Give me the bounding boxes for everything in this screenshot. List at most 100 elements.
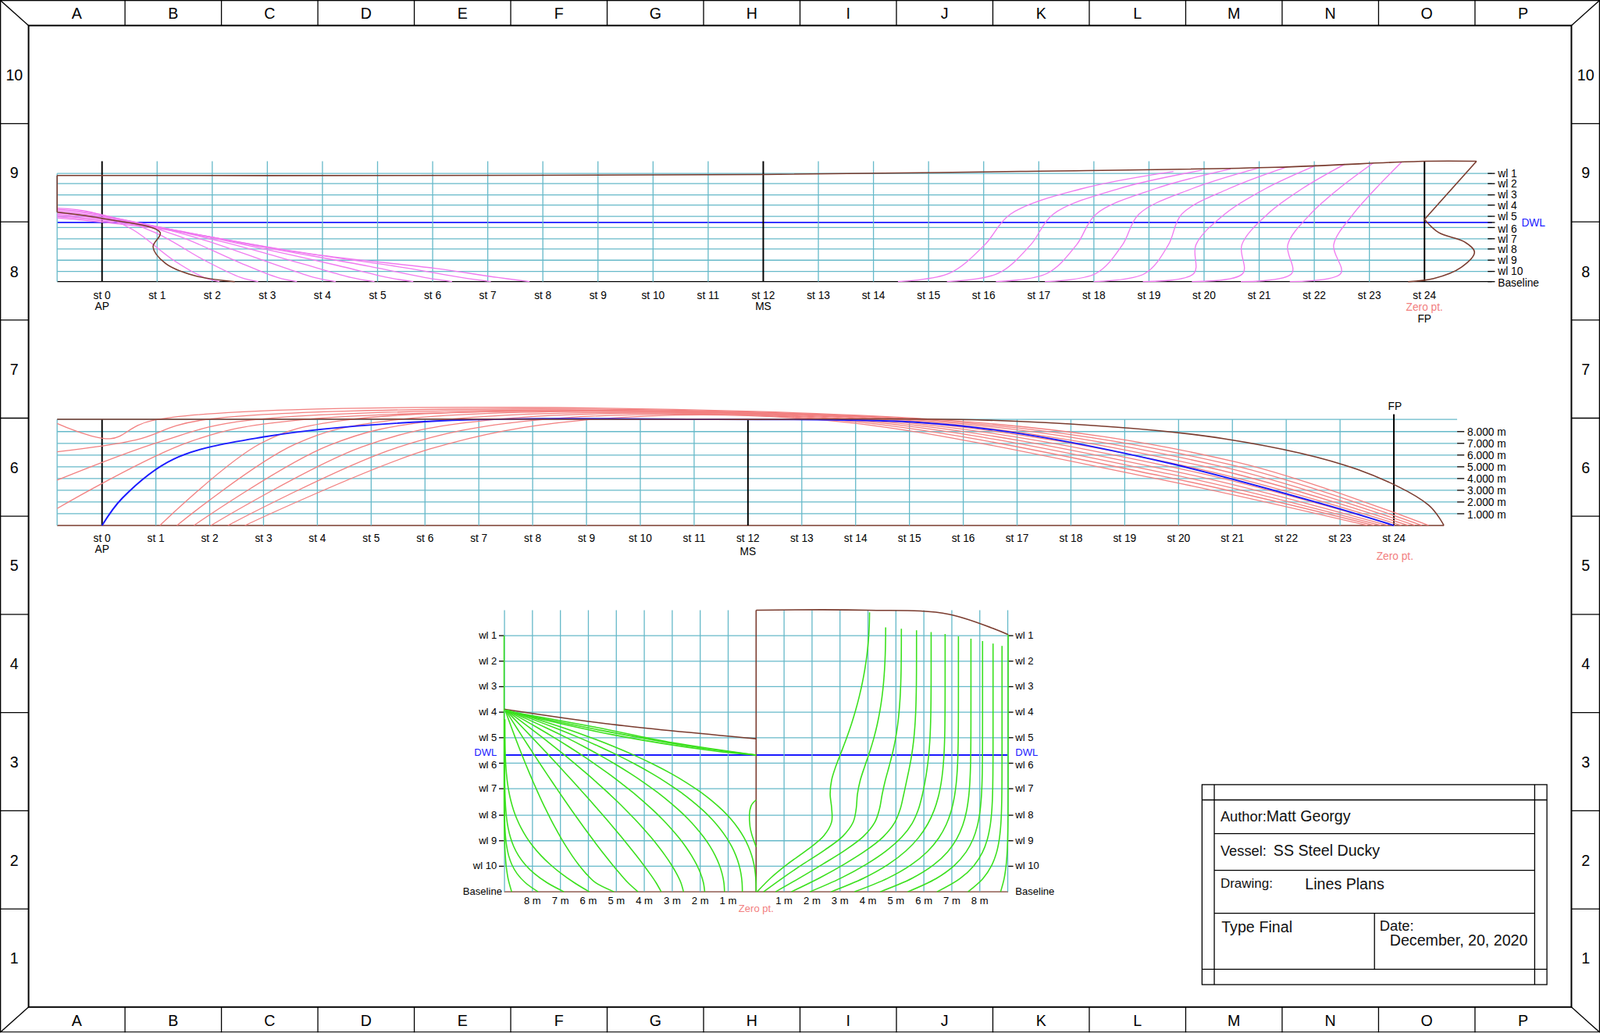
zone-divider — [702, 1007, 704, 1033]
label-tick — [1457, 466, 1465, 467]
centerline — [755, 609, 758, 892]
station-label: st 19 — [1113, 532, 1137, 544]
station-line — [908, 419, 910, 526]
label-tick — [1487, 183, 1495, 185]
label-tick — [1457, 489, 1465, 491]
station-label: st 9 — [577, 532, 596, 544]
zone-number: 10 — [1577, 67, 1595, 83]
waterline-grid — [57, 238, 1492, 239]
station-section — [504, 719, 564, 892]
deck-outline — [57, 419, 1444, 526]
station-label: st 12 — [751, 289, 776, 301]
zone-divider — [509, 1007, 511, 1033]
zone-letter: F — [554, 1012, 564, 1028]
zone-divider — [1571, 613, 1600, 615]
waterline-grid — [57, 204, 1492, 206]
offset-label: 6.000 m — [1467, 449, 1507, 461]
half-breadth-label: 5 m — [607, 895, 625, 906]
zone-number: 7 — [10, 361, 19, 378]
reference-label: MS — [755, 300, 772, 312]
station-label: st 7 — [479, 289, 497, 301]
zone-number: 3 — [10, 754, 19, 770]
station-line — [424, 419, 426, 526]
zone-divider — [413, 0, 415, 26]
title-block-rule — [1201, 799, 1547, 801]
zone-divider — [799, 1007, 801, 1033]
station-section — [968, 645, 1003, 892]
zone-letter: A — [71, 5, 82, 22]
zone-number: 1 — [10, 950, 19, 966]
station-label: st 22 — [1302, 289, 1326, 301]
station-label: st 20 — [1166, 532, 1191, 544]
station-label: st 23 — [1328, 532, 1352, 544]
offset-grid — [57, 501, 1458, 503]
label-tick — [1487, 227, 1495, 229]
zone-letter: H — [746, 5, 758, 22]
zone-divider — [1474, 0, 1476, 26]
half-breadth-label: 3 m — [663, 895, 681, 906]
frame-line — [57, 419, 58, 526]
station-label: st 8 — [534, 289, 552, 301]
station-label: st 2 — [203, 289, 221, 301]
station-label: st 24 — [1382, 532, 1406, 544]
zone-divider — [1571, 516, 1600, 517]
field-label: Drawing: — [1220, 876, 1273, 892]
field-value: Matt Georgy — [1266, 808, 1351, 826]
waterline-curve — [160, 410, 1402, 526]
station-line — [1070, 419, 1072, 526]
waterline-label: wl 8 — [478, 810, 497, 821]
label-tick — [1487, 270, 1495, 272]
waterline-label: wl 4 — [1497, 199, 1517, 211]
corner-mark — [1571, 1007, 1600, 1033]
buttock-grid — [895, 609, 897, 892]
waterline-label: wl 6 — [1497, 223, 1517, 235]
label-tick — [498, 634, 505, 636]
centerline — [57, 524, 1444, 526]
zone-number: 8 — [1581, 263, 1590, 279]
station-line — [1286, 419, 1287, 526]
station-section — [505, 710, 614, 893]
waterline-label: wl 6 — [478, 760, 497, 771]
station-label: st 1 — [148, 289, 166, 301]
waterline-curve — [57, 409, 1422, 526]
station-line — [531, 419, 533, 526]
label-tick — [1487, 281, 1495, 282]
waterline-label: wl 9 — [1497, 254, 1517, 266]
station-line — [478, 419, 480, 526]
waterline-label: wl 8 — [1015, 810, 1034, 821]
station-label: st 24 — [1412, 289, 1437, 301]
station-label: st 16 — [951, 532, 976, 544]
zone-divider — [1088, 0, 1090, 26]
half-breadth-label: 8 m — [971, 895, 989, 906]
station-section — [506, 710, 756, 893]
zone-divider — [0, 319, 29, 321]
half-breadth-label: 4 m — [859, 895, 877, 906]
station-label: st 11 — [697, 289, 720, 301]
offset-grid — [57, 454, 1458, 456]
station-line — [762, 160, 764, 282]
waterline-label: wl 1 — [1497, 167, 1517, 179]
zone-letter: O — [1421, 1012, 1433, 1028]
waterline-label: wl 5 — [1497, 210, 1517, 222]
zone-divider — [1378, 1007, 1380, 1033]
half-breadth-label: 6 m — [915, 895, 933, 906]
zone-letter: K — [1036, 5, 1047, 22]
zone-divider — [895, 1007, 897, 1033]
station-line — [1148, 160, 1150, 282]
station-section — [506, 710, 684, 893]
waterline-label: wl 8 — [1497, 243, 1517, 255]
waterline-label: wl 10 — [473, 861, 498, 872]
station-label: st 12 — [736, 532, 760, 544]
station-section — [791, 630, 916, 892]
label-tick — [498, 686, 505, 688]
station-label: st 20 — [1192, 289, 1216, 301]
zone-number: 6 — [1581, 459, 1590, 476]
station-line — [370, 419, 372, 526]
zone-letter: I — [846, 1012, 851, 1028]
offset-label: 8.000 m — [1467, 426, 1507, 438]
reference-label: FP — [1417, 313, 1432, 325]
zone-divider — [1378, 0, 1380, 26]
title-block-rule — [1374, 913, 1376, 970]
buttock-line — [1191, 163, 1345, 282]
zone-divider — [0, 516, 29, 517]
